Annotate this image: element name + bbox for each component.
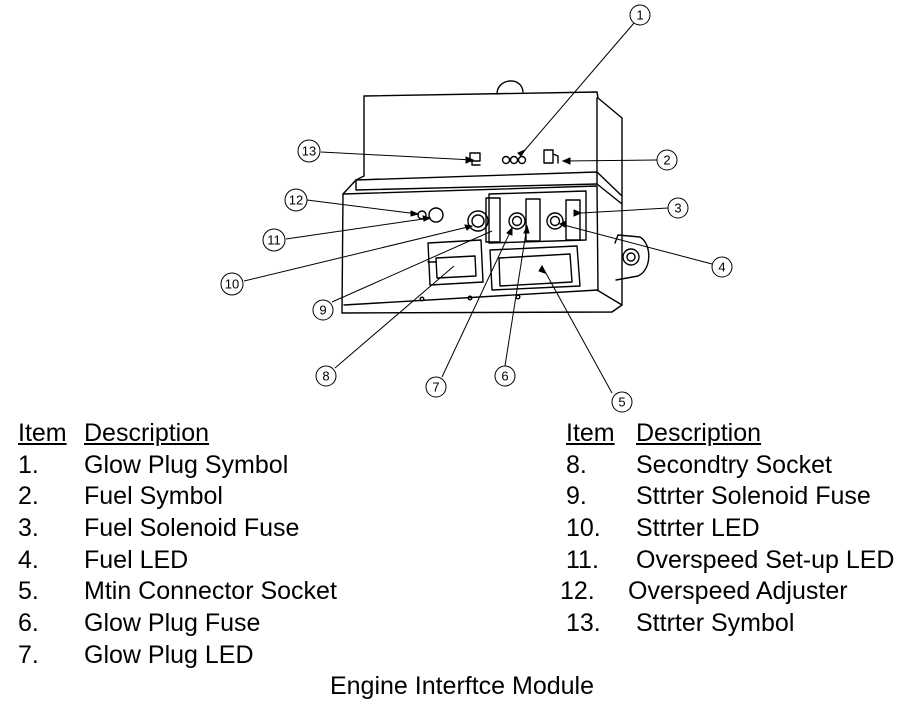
- fuel-symbol-icon: [543, 149, 559, 164]
- legend-item: 5. Mtin Connector Socket: [18, 576, 398, 608]
- legend-item-number: 13.: [566, 609, 601, 638]
- legend-item: 9. Sttrter Solenoid Fuse: [566, 481, 922, 513]
- callout-11: [262, 228, 286, 252]
- legend-item-number: 11.: [566, 545, 599, 574]
- legend-header: Item Description: [18, 418, 398, 450]
- side-mount-ear: [614, 234, 650, 281]
- glow-plug-led: [508, 212, 526, 230]
- legend-item-number: 1.: [18, 450, 39, 479]
- legend-item: 4. Fuel LED: [18, 545, 398, 577]
- legend-item-number: 2.: [18, 482, 39, 511]
- callout-2: [656, 149, 678, 171]
- callout-4: [711, 256, 733, 278]
- legend-header: Item Description: [566, 418, 922, 450]
- callout-label-8: 8: [322, 369, 329, 384]
- callout-9: [312, 299, 334, 321]
- legend-item-description: Secondtry Socket: [636, 450, 832, 479]
- callout-label-1: 1: [636, 8, 643, 23]
- legend-item: 2. Fuel Symbol: [18, 481, 398, 513]
- callout-6: [494, 365, 516, 387]
- legend-item-description: Fuel Solenoid Fuse: [84, 514, 300, 543]
- callout-12: [284, 188, 308, 212]
- legend-item-description: Fuel LED: [84, 545, 189, 574]
- callout-label-3: 3: [674, 201, 681, 216]
- legend-item-number: 12.: [560, 577, 595, 606]
- callout-1: [629, 4, 651, 26]
- legend-item-number: 7.: [18, 640, 39, 669]
- callout-label-13: 13: [302, 144, 316, 159]
- callout-label-10: 10: [225, 277, 239, 292]
- callout-label-11: 11: [267, 233, 281, 248]
- legend-right-column: Item Description 8. Secondtry Socket 9. St…: [560, 418, 922, 640]
- callout-label-12: 12: [289, 193, 303, 208]
- legend-item: 10. Sttrter LED: [566, 513, 922, 545]
- legend-left-column: Item Description 1. Glow Plug Symbol 2. Fu…: [18, 418, 398, 672]
- callout-13: [297, 139, 321, 163]
- callout-label-4: 4: [718, 260, 725, 275]
- overspeed-setup-led: [428, 207, 444, 223]
- legend-header-item: Item: [18, 419, 67, 447]
- legend-item: 8. Secondtry Socket: [566, 450, 922, 482]
- callout-label-7: 7: [432, 380, 439, 395]
- legend-item: 11. Overspeed Set-up LED: [566, 545, 922, 577]
- starter-led: [467, 210, 489, 232]
- starter-solenoid-fuse: [485, 197, 501, 243]
- legend-item: 3. Fuel Solenoid Fuse: [18, 513, 398, 545]
- callout-5: [611, 391, 633, 413]
- figure-caption: Engine Interftce Module: [329, 672, 595, 700]
- glow-plug-fuse: [525, 198, 541, 242]
- callout-10: [220, 272, 244, 296]
- legend-item: 13. Sttrter Symbol: [566, 608, 922, 640]
- callout-label-2: 2: [663, 153, 670, 168]
- main-connector-socket: [489, 245, 581, 291]
- legend-header-description: Description: [636, 419, 762, 447]
- callout-3: [667, 197, 689, 219]
- callout-7: [425, 376, 447, 398]
- module-diagram: 1 2 3 4 5 6 7 8 9 10 11 12 13: [220, 4, 733, 413]
- legend-item: 1. Glow Plug Symbol: [18, 450, 398, 482]
- legend-item: 6. Glow Plug Fuse: [18, 608, 398, 640]
- legend-item-description: Glow Plug Symbol: [84, 450, 289, 479]
- legend-item-number: 5.: [18, 577, 39, 606]
- glow-plug-symbol-icon: [501, 155, 527, 165]
- callout-label-9: 9: [319, 303, 326, 318]
- legend-item-number: 8.: [566, 450, 587, 479]
- callout-label-6: 6: [501, 369, 508, 384]
- legend-item-number: 4.: [18, 545, 39, 574]
- legend-item-description: Overspeed Set-up LED: [636, 545, 895, 574]
- legend-item: 12. Overspeed Adjuster: [560, 576, 922, 608]
- legend-item-number: 6.: [18, 609, 39, 638]
- top-mount-tab: [496, 80, 524, 95]
- secondary-socket: [427, 239, 484, 286]
- module-housing: [341, 91, 623, 314]
- legend-item-number: 10.: [566, 514, 601, 543]
- legend-item: 7. Glow Plug LED: [18, 640, 398, 672]
- callout-8: [315, 365, 337, 387]
- starter-symbol-icon: [469, 152, 481, 166]
- legend-item-description: Fuel Symbol: [84, 482, 223, 511]
- legend-item-number: 3.: [18, 514, 39, 543]
- fuel-led: [546, 212, 564, 230]
- legend-item-number: 9.: [566, 482, 587, 511]
- callout-label-5: 5: [618, 395, 625, 410]
- legend-header-item: Item: [566, 419, 615, 447]
- legend-item-description: Sttrter Symbol: [636, 609, 795, 638]
- fuel-solenoid-fuse: [565, 199, 581, 241]
- front-panel: [342, 185, 599, 306]
- legend-item-description: Glow Plug Fuse: [84, 609, 261, 638]
- legend-item-description: Overspeed Adjuster: [628, 577, 848, 606]
- legend-item-description: Sttrter Solenoid Fuse: [636, 482, 871, 511]
- legend-item-description: Mtin Connector Socket: [84, 577, 337, 606]
- legend-item-description: Sttrter LED: [636, 514, 760, 543]
- legend-header-description: Description: [84, 419, 210, 447]
- legend-item-description: Glow Plug LED: [84, 640, 254, 669]
